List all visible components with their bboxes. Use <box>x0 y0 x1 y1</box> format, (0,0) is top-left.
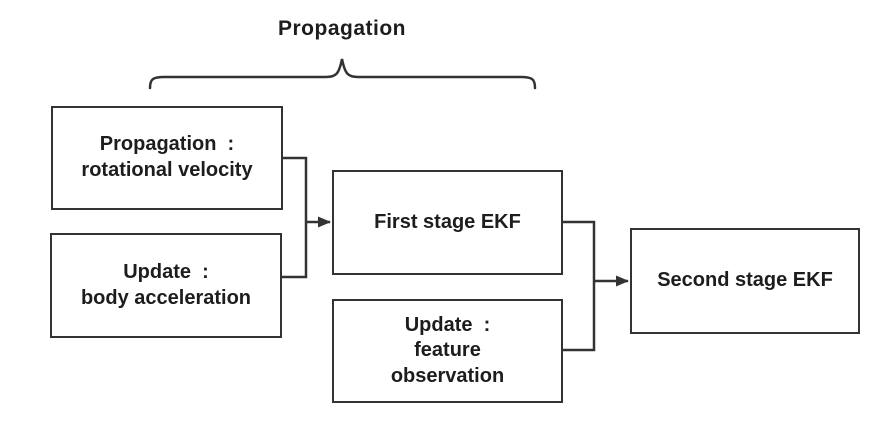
box-update-body-acceleration: Update : body acceleration <box>50 233 282 338</box>
box-first-stage-ekf: First stage EKF <box>332 170 563 275</box>
box-second-stage-ekf-label: Second stage EKF <box>657 269 833 292</box>
box-propagation-rotational-velocity: Propagation : rotational velocity <box>51 106 283 210</box>
box-propagation-rotational-velocity-label: Propagation : rotational velocity <box>81 133 253 181</box>
box-update-feature-observation: Update : feature observation <box>332 299 563 403</box>
brace-label-propagation: Propagation <box>277 17 407 40</box>
box-update-body-acceleration-label: Update : body acceleration <box>80 260 252 309</box>
box-first-stage-ekf-label: First stage EKF <box>374 210 521 233</box>
box-second-stage-ekf: Second stage EKF <box>630 228 860 334</box>
connector-right-bracket <box>563 220 596 352</box>
connector-left-bracket <box>282 156 308 279</box>
box-update-feature-observation-label: Update : feature observation <box>390 313 505 387</box>
curly-brace-top-icon <box>148 58 537 90</box>
